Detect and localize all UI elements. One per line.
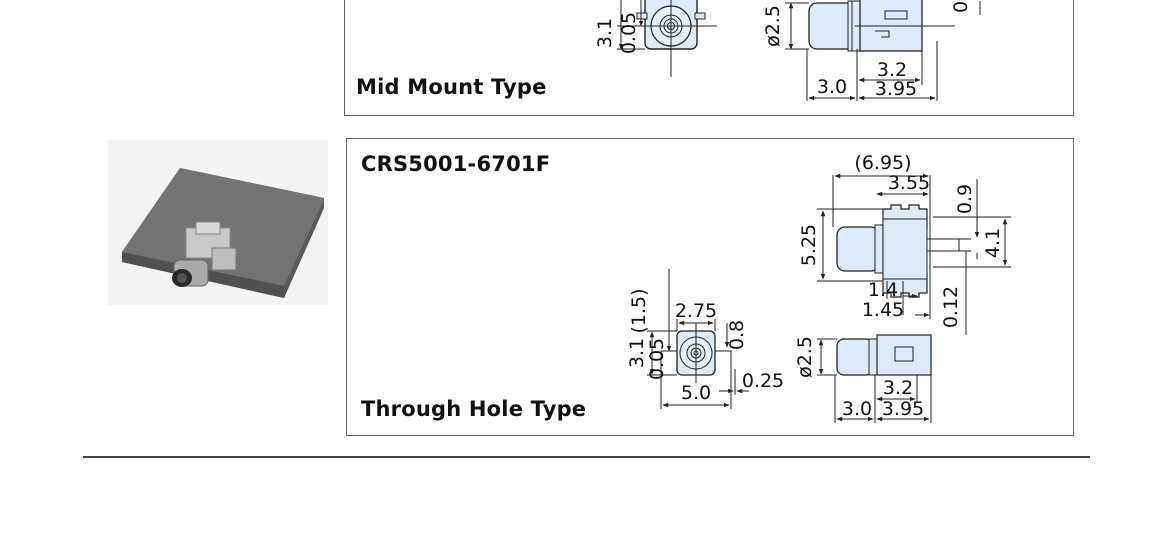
- th-front-dim-width: 2.75: [675, 300, 717, 322]
- th-side-dim-a: 1.4: [868, 279, 898, 301]
- th-side-dim-overall: (6.95): [854, 152, 911, 174]
- product-photo-through-hole: [108, 140, 328, 305]
- th-front-dim-pin-len: 0.8: [726, 320, 748, 350]
- th-top-dim-length-b: 3.95: [882, 398, 924, 420]
- connector-on-pcb-image: [108, 140, 328, 305]
- th-side-plug: [836, 226, 880, 272]
- mid-dim-partial-top: 0: [950, 1, 972, 13]
- th-top-plug: [836, 338, 874, 376]
- mid-dim-length-a: 3.0: [817, 76, 847, 98]
- section-divider: [83, 456, 1090, 458]
- mid-mount-type-label: Mid Mount Type: [356, 75, 547, 99]
- th-top-dim-length-c: 3.2: [883, 377, 913, 399]
- th-side-dim-pin-span: 4.1: [982, 228, 1004, 258]
- mid-dim-height: 3.1: [594, 18, 616, 48]
- mid-dim-length-c: 3.2: [877, 59, 907, 81]
- th-side-dim-height: 5.25: [798, 224, 820, 266]
- through-hole-drawing: (6.95) 3.55 5.25 4.1 0.9 0.12 1.4 1.45: [626, 152, 1011, 423]
- th-top-dim-diameter: ø2.5: [794, 336, 816, 378]
- mid-dim-offset: 0.05: [618, 12, 640, 54]
- through-hole-type-label: Through Hole Type: [361, 397, 587, 421]
- part-number: CRS5001-6701F: [361, 152, 551, 176]
- th-side-dim-b: 1.45: [862, 299, 904, 321]
- th-front-dim-pin-width: 0.25: [742, 370, 784, 392]
- th-side-dim-body: 3.55: [888, 172, 930, 194]
- mid-dim-diameter: ø2.5: [762, 5, 784, 47]
- mid-mount-drawing: 3.1 0.05 ø2.5 3.0 3.95 3.2 0: [594, 0, 981, 101]
- th-side-dim-pin-offset: 0.9: [954, 184, 976, 214]
- th-top-dim-length-a: 3.0: [842, 398, 872, 420]
- th-front-dim-height: 3.1: [626, 338, 648, 368]
- mid-dim-length-b: 3.95: [875, 78, 917, 100]
- th-side-dim-pin-thick: 0.12: [940, 286, 962, 328]
- through-hole-panel: CRS5001-6701F Through Hole Type (6.95) 3…: [346, 138, 1074, 436]
- th-front-dim-offset: 0.05: [646, 338, 668, 380]
- th-front-dim-span: 5.0: [681, 382, 711, 404]
- mid-mount-panel: Mid Mount Type 3.1 0.05 ø2: [344, 0, 1074, 116]
- th-front-dim-ref-height: (1.5): [628, 288, 650, 333]
